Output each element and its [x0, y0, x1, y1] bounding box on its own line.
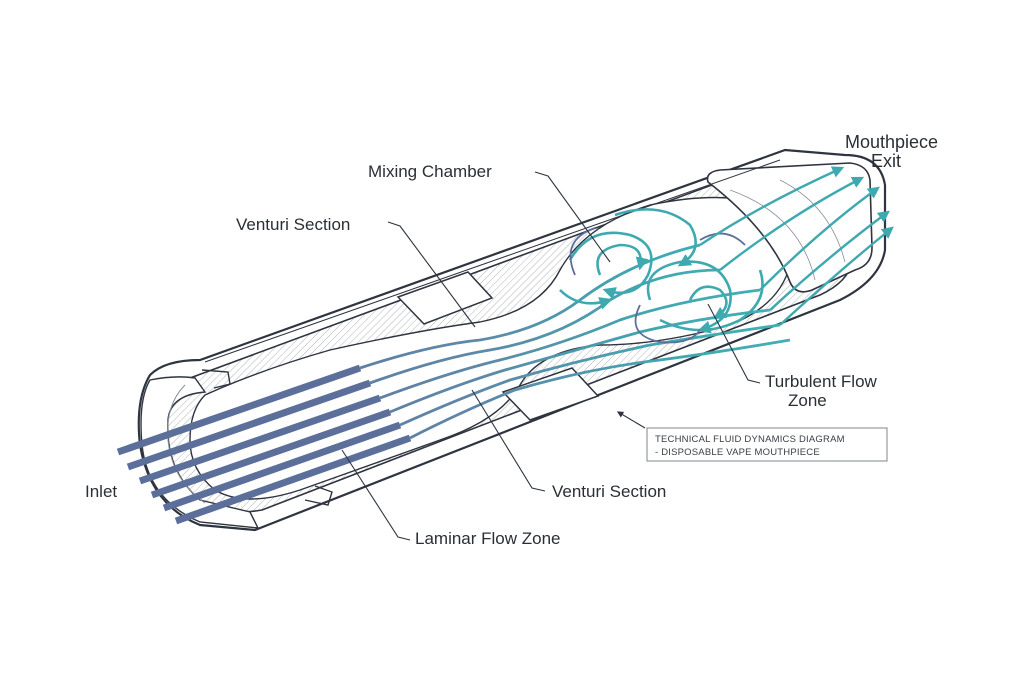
caption-line-2: - DISPOSABLE VAPE MOUTHPIECE — [655, 447, 820, 458]
leader-caption — [616, 411, 646, 429]
leader-lines — [341, 171, 761, 541]
leader-laminar — [341, 449, 411, 541]
caption-box: TECHNICAL FLUID DYNAMICS DIAGRAM - DISPO… — [646, 427, 888, 462]
leader-venturi-bottom — [471, 389, 546, 492]
laminar-streams — [116, 364, 412, 525]
label-mouthpiece-exit-2: Exit — [871, 151, 901, 171]
turbulent-eddies-dark — [569, 227, 746, 344]
label-turbulent-flow-2: Zone — [788, 391, 827, 410]
label-laminar-flow-zone: Laminar Flow Zone — [415, 529, 561, 548]
leader-mixing-chamber — [534, 171, 611, 263]
label-turbulent-flow-1: Turbulent Flow — [765, 372, 878, 391]
turbulent-eddies — [559, 208, 764, 334]
mouthpiece-body — [137, 148, 887, 532]
label-venturi-section-bottom: Venturi Section — [552, 482, 666, 501]
label-inlet: Inlet — [85, 482, 117, 501]
label-mouthpiece-exit-1: Mouthpiece — [845, 132, 938, 152]
exit-streams — [699, 166, 894, 326]
leader-venturi-top — [387, 221, 476, 328]
caption-line-1: TECHNICAL FLUID DYNAMICS DIAGRAM — [655, 434, 845, 445]
label-venturi-section-top: Venturi Section — [236, 215, 350, 234]
label-mixing-chamber: Mixing Chamber — [368, 162, 492, 181]
labels: Mouthpiece Exit Mixing Chamber Venturi S… — [85, 132, 938, 548]
leader-turbulent — [707, 303, 761, 384]
flow-lines — [359, 243, 791, 440]
